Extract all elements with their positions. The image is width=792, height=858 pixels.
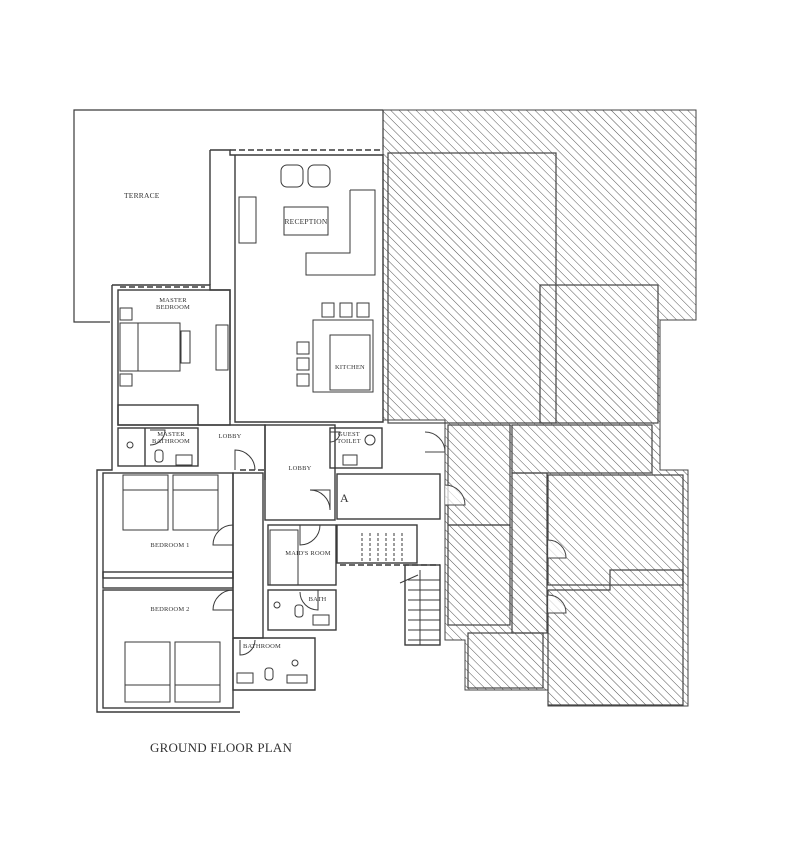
room-label-bedroom-2: BEDROOM 2 — [150, 606, 190, 613]
room-label-lobby-2: LOBBY — [288, 465, 312, 472]
room-label-reception: RECEPTION — [284, 217, 328, 226]
room-label-bath: BATH — [308, 596, 327, 603]
staircase — [361, 533, 440, 645]
room-label-bathroom: BATHROOM — [242, 643, 282, 650]
section-marker-a: A — [340, 491, 349, 505]
plan-title: GROUND FLOOR PLAN — [150, 740, 293, 755]
room-label-maids-room: MAID'S ROOM — [285, 550, 331, 557]
furniture — [119, 164, 376, 703]
doors — [149, 429, 341, 656]
room-label-kitchen: KITCHEN — [335, 364, 365, 371]
unit-walls — [96, 149, 441, 713]
room-label-guest-toilet: GUEST TOILET — [337, 431, 361, 445]
neighbouring-unit-hatched — [382, 109, 697, 707]
room-label-master-bedroom: MASTER BEDROOM — [156, 297, 190, 311]
room-label-master-bathroom: MASTER BATHROOM — [151, 431, 191, 445]
room-label-bedroom-1: BEDROOM 1 — [150, 542, 190, 549]
terrace-area — [73, 109, 384, 323]
room-label-lobby: LOBBY — [218, 433, 242, 440]
room-label-terrace: TERRACE — [124, 191, 160, 200]
